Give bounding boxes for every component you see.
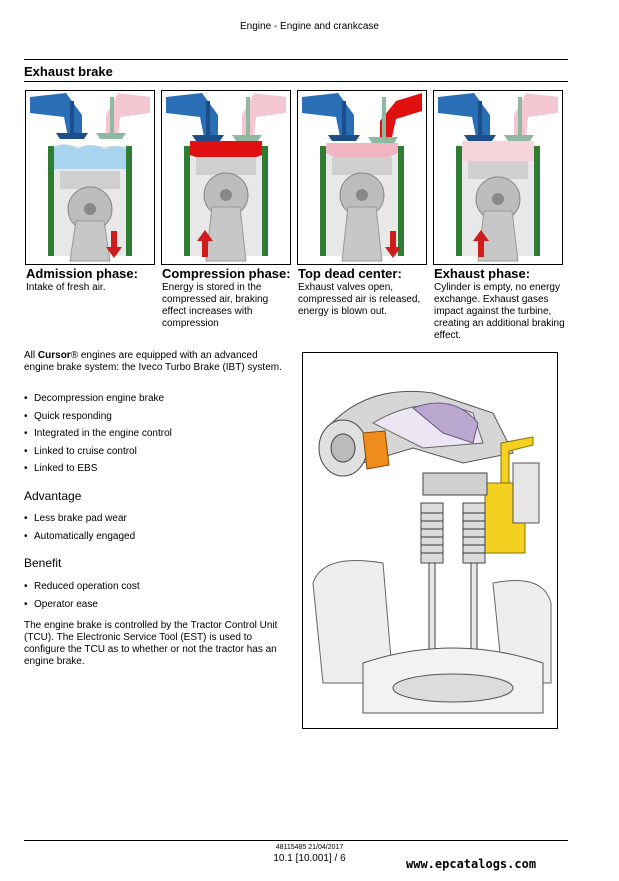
phase-title: Admission phase: xyxy=(26,266,138,281)
phase-title: Top dead center: xyxy=(298,266,402,281)
list-item: Less brake pad wear xyxy=(24,513,135,531)
benefit-heading: Benefit xyxy=(24,556,62,570)
section-title: Exhaust brake xyxy=(24,64,113,79)
list-item: Quick responding xyxy=(24,411,172,429)
engine-brake-illustration xyxy=(302,352,558,729)
closing-paragraph: The engine brake is controlled by the Tr… xyxy=(24,620,278,667)
watermark-url: www.epcatalogs.com xyxy=(406,857,537,871)
phase-caption-exhaust: Exhaust phase: Cylinder is empty, no ene… xyxy=(434,267,570,342)
phase-description: Intake of fresh air. xyxy=(26,282,106,293)
list-item: Integrated in the engine control xyxy=(24,428,172,446)
compression-phase-diagram xyxy=(161,90,291,265)
benefit-list: Reduced operation cost Operator ease xyxy=(24,581,140,616)
top-dead-center-diagram xyxy=(297,90,427,265)
exhaust-phase-diagram xyxy=(433,90,563,265)
feature-list: Decompression engine brake Quick respond… xyxy=(24,393,172,481)
list-item: Reduced operation cost xyxy=(24,581,140,599)
phase-caption-top-dead-center: Top dead center: Exhaust valves open, co… xyxy=(298,267,434,318)
intro-brand: Cursor xyxy=(37,350,71,361)
phase-description: Cylinder is empty, no energy exchange. E… xyxy=(434,282,565,341)
document-code: 48115485 21/04/2017 xyxy=(275,844,344,851)
list-item: Decompression engine brake xyxy=(24,393,172,411)
phase-title: Exhaust phase: xyxy=(434,266,531,281)
intro-paragraph: All Cursor® engines are equipped with an… xyxy=(24,350,284,374)
list-item: Linked to EBS xyxy=(24,463,172,481)
section-top-rule xyxy=(24,59,568,60)
phase-caption-admission: Admission phase: Intake of fresh air. xyxy=(26,267,162,294)
phase-caption-compression: Compression phase: Energy is stored in t… xyxy=(162,267,298,330)
phase-title: Compression phase: xyxy=(162,266,291,281)
list-item: Operator ease xyxy=(24,599,140,617)
intro-pre: All xyxy=(24,350,38,361)
page-header: Engine - Engine and crankcase xyxy=(240,21,379,32)
page-number: 10.1 [10.001] / 6 xyxy=(273,853,346,864)
phase-description: Exhaust valves open, compressed air is r… xyxy=(298,282,421,317)
footer-rule xyxy=(24,840,568,841)
advantage-list: Less brake pad wear Automatically engage… xyxy=(24,513,135,548)
section-bottom-rule xyxy=(24,81,568,82)
phase-description: Energy is stored in the compressed air, … xyxy=(162,282,269,329)
admission-phase-diagram xyxy=(25,90,155,265)
list-item: Automatically engaged xyxy=(24,531,135,549)
intro-post: ® engines are equipped with an advanced … xyxy=(24,350,282,373)
list-item: Linked to cruise control xyxy=(24,446,172,464)
advantage-heading: Advantage xyxy=(24,489,82,503)
